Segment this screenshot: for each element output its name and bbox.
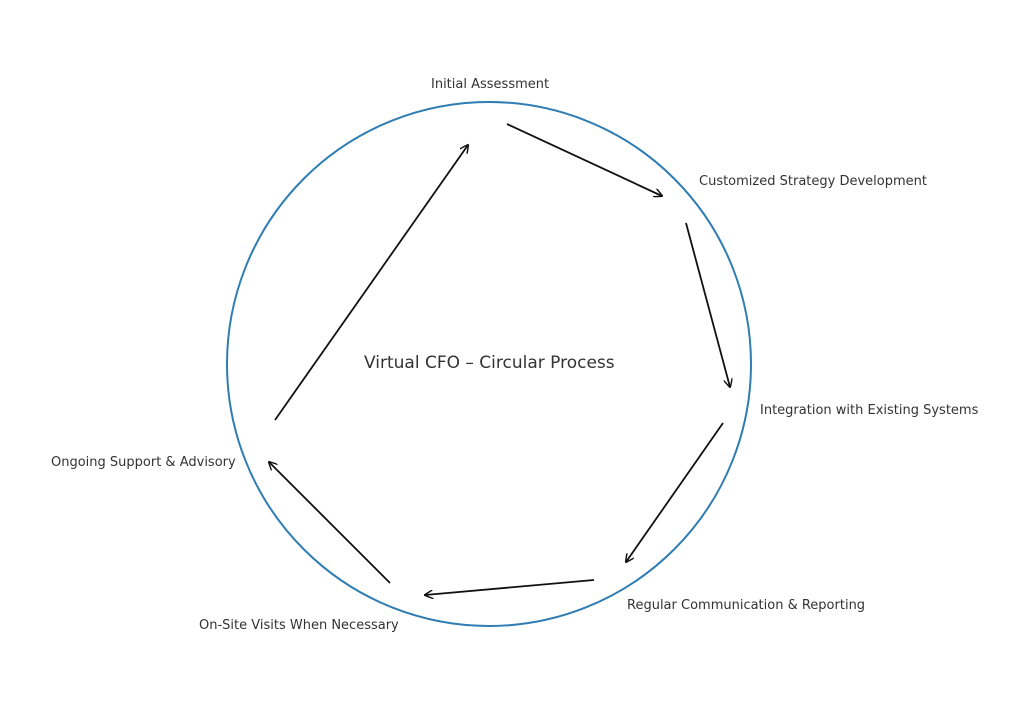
arrows-group xyxy=(269,123,730,595)
arrow-onsite-to-support xyxy=(269,462,391,584)
step-label-communication-reporting: Regular Communication & Reporting xyxy=(627,598,866,613)
step-label-ongoing-support: Ongoing Support & Advisory xyxy=(51,455,236,470)
arrow-assessment-to-strategy xyxy=(506,123,662,196)
diagram-title: Virtual CFO – Circular Process xyxy=(364,353,615,373)
step-label-onsite-visits: On-Site Visits When Necessary xyxy=(199,618,399,633)
step-label-integration: Integration with Existing Systems xyxy=(760,403,979,418)
arrow-reporting-to-onsite xyxy=(425,579,595,595)
arrow-strategy-to-integration xyxy=(685,222,730,387)
arrow-support-to-assessment xyxy=(274,145,468,421)
arrow-integration-to-reporting xyxy=(626,422,724,562)
process-circle xyxy=(226,101,752,627)
step-label-initial-assessment: Initial Assessment xyxy=(431,77,550,92)
step-label-customized-strategy: Customized Strategy Development xyxy=(699,174,927,189)
